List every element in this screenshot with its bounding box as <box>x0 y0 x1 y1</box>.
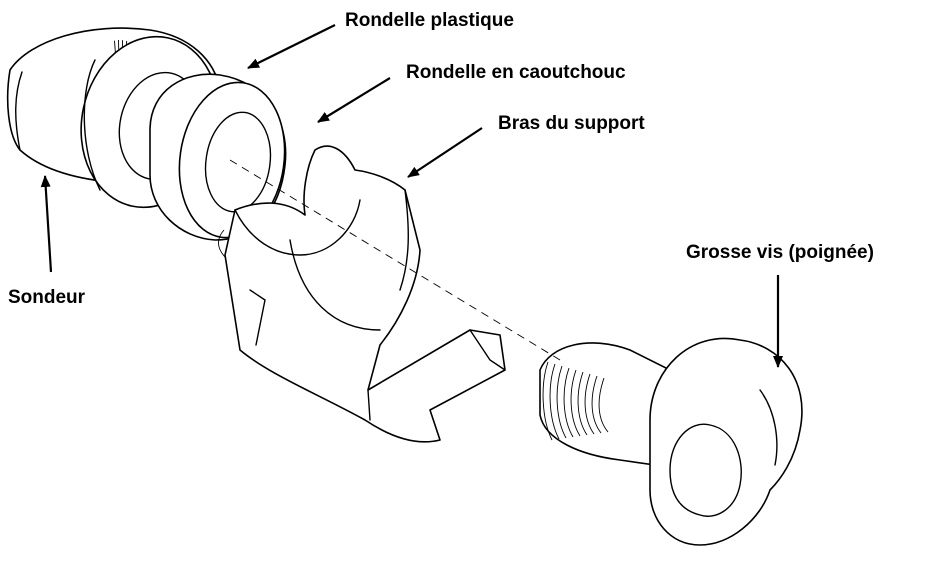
large-screw-part <box>539 337 803 546</box>
screw-threads <box>542 361 609 441</box>
label-plastic-washer: Rondelle plastique <box>345 10 514 31</box>
arrow-bracket-arm <box>407 127 483 178</box>
label-large-screw: Grosse vis (poignée) <box>686 242 874 263</box>
label-rubber-washer: Rondelle en caoutchouc <box>406 62 626 83</box>
screw-thread <box>563 367 574 438</box>
rubber-washer-part <box>149 73 287 241</box>
screw-thread <box>577 371 588 436</box>
screw-thread <box>570 369 581 437</box>
screw-thread <box>549 363 560 440</box>
label-bracket-arm: Bras du support <box>498 113 645 134</box>
screw-thread <box>591 375 602 434</box>
arrow-plastic-washer <box>247 24 336 69</box>
label-transducer: Sondeur <box>8 287 86 308</box>
arrow-rubber-washer <box>317 77 391 123</box>
arrow-transducer <box>40 175 53 273</box>
screw-thread <box>542 361 553 441</box>
screw-thread <box>584 373 595 435</box>
screw-thread <box>556 365 567 439</box>
bracket-arm-part <box>218 145 506 443</box>
screw-thread <box>598 377 609 433</box>
